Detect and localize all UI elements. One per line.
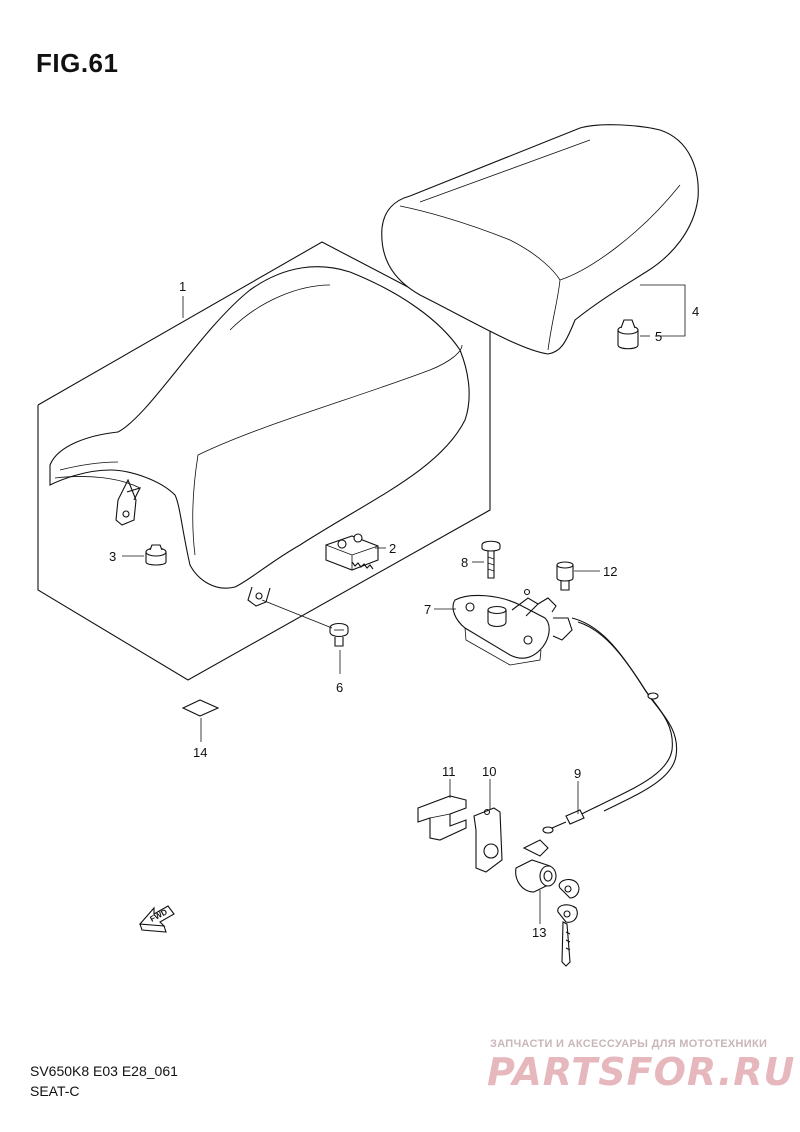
watermark-logo: PARTSFOR.RU [487, 1050, 796, 1094]
callout-numbers: 1 2 3 4 5 6 7 8 9 10 11 12 13 14 [109, 279, 699, 940]
rear-pillion-seat [381, 124, 699, 355]
watermark-text: ЗАПЧАСТИ И АКСЕССУАРЫ ДЛЯ МОТОТЕХНИКИ [490, 1038, 768, 1050]
damper-block [325, 533, 379, 571]
callout-9: 9 [574, 766, 581, 781]
callout-1: 1 [179, 279, 186, 294]
callout-4: 4 [692, 304, 699, 319]
bolt-screw-6 [329, 622, 349, 647]
callout-8: 8 [461, 555, 468, 570]
callout-13: 13 [532, 925, 546, 940]
screw-8 [481, 540, 501, 579]
key-cylinder [515, 839, 557, 893]
bolt-12 [556, 561, 574, 591]
lock-bracket [473, 807, 503, 873]
model-code: SV650K8 E03 E28_061 [30, 1063, 178, 1079]
callout-14: 14 [193, 745, 207, 760]
seat-lock-cable [542, 617, 678, 834]
callout-3: 3 [109, 549, 116, 564]
callout-12: 12 [603, 564, 617, 579]
seat-cushion-damper [145, 544, 167, 566]
callout-10: 10 [482, 764, 496, 779]
callout-7: 7 [424, 602, 431, 617]
callout-2: 2 [389, 541, 396, 556]
caution-label [181, 699, 220, 717]
callout-6: 6 [336, 680, 343, 695]
main-seat [49, 266, 470, 607]
figure-title: FIG.61 [36, 48, 119, 78]
rubber-bumper-rear [617, 319, 639, 350]
leader-lines [122, 284, 686, 924]
main-seat-group-box [37, 241, 491, 681]
callout-11: 11 [442, 764, 456, 779]
fwd-direction-arrow: FWD [138, 905, 175, 933]
section-name: SEAT-C [30, 1083, 80, 1099]
ignition-keys [557, 879, 580, 967]
cable-clip [417, 795, 467, 841]
callout-5: 5 [655, 329, 662, 344]
seat-lock-assembly [452, 588, 557, 666]
